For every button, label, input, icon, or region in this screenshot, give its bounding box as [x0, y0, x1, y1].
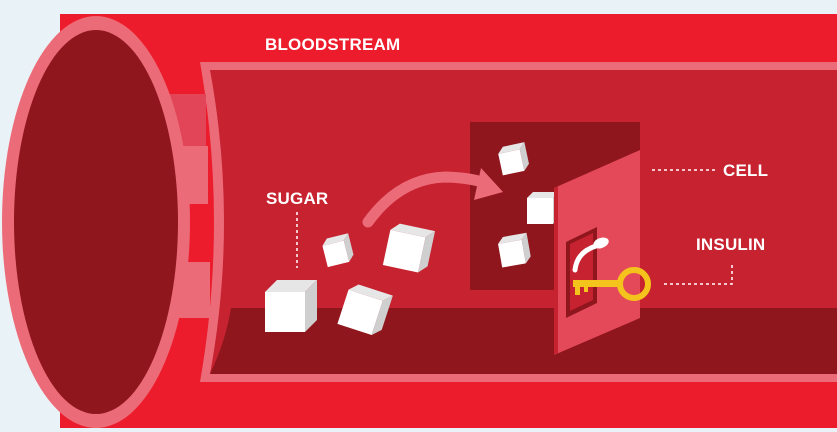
sugar-cube-icon [382, 223, 436, 273]
sugar-label: SUGAR [266, 189, 328, 208]
insulin-leader-line [664, 262, 733, 285]
sugar-cube-icon [322, 233, 354, 268]
cell-label: CELL [723, 161, 768, 180]
door-edge [554, 186, 558, 355]
sugar-cube-icon [337, 284, 393, 335]
keyhole-icon [572, 237, 609, 273]
curved-arrow-icon [362, 168, 503, 228]
sugar-cube-icon [498, 142, 529, 176]
keyhole-plate-inner [570, 233, 593, 311]
bloodstream-label: BLOODSTREAM [265, 35, 400, 54]
sugar-cube-icon [265, 280, 317, 332]
key-icon [573, 267, 651, 301]
insulin-label: INSULIN [696, 235, 765, 254]
vessel-opening [14, 30, 178, 414]
sugar-cube-icon [498, 232, 531, 268]
